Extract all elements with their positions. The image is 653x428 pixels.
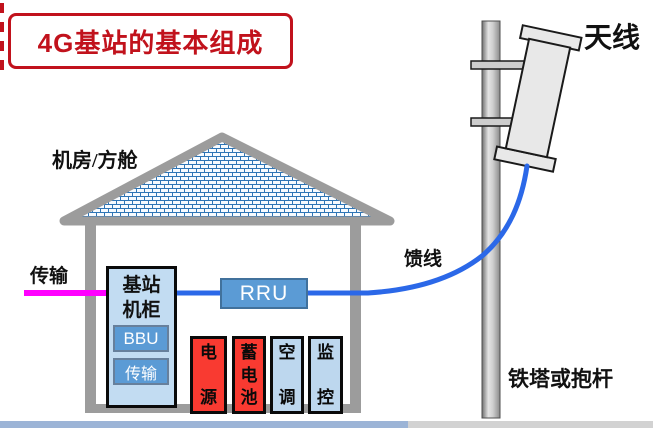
bbu-module: BBU [113,325,169,352]
antenna-assembly [493,24,583,173]
transmission-label: 传输 [30,266,69,287]
monitoring-box: 监控 [308,336,343,414]
cabinet-label: 基站 机柜 [122,275,161,321]
bottom-strip-right [408,421,653,428]
house-right-wall [350,225,361,413]
transmission-module: 传输 [113,358,169,385]
power-supply-box: 电源 [190,336,227,414]
feeder-cable-line [167,163,530,296]
air-conditioner-box: 空调 [270,336,304,414]
slide-title: 4G基站的基本组成 [37,27,264,58]
equipment-room-label: 机房/方舱 [52,150,138,172]
house-left-wall [85,225,96,413]
base-station-cabinet: 基站 机柜 BBU 传输 [106,266,177,408]
bottom-strip-left [0,421,408,428]
tower-label: 铁塔或抱杆 [508,367,613,391]
tower-pole [481,20,501,419]
house-roof [59,132,395,226]
bbu-module-label: BBU [123,328,159,348]
feeder-label: 馈线 [404,249,443,270]
slide-title-box: 4G基站的基本组成 [8,13,293,69]
antenna-panel [504,37,572,159]
rru-box: RRU [220,278,308,309]
rru-label: RRU [239,281,289,305]
battery-box: 蓄电池 [232,336,266,414]
antenna-label: 天线 [584,22,641,53]
screen-edge-artifact [0,3,4,73]
transmission-module-label: 传输 [124,365,157,383]
